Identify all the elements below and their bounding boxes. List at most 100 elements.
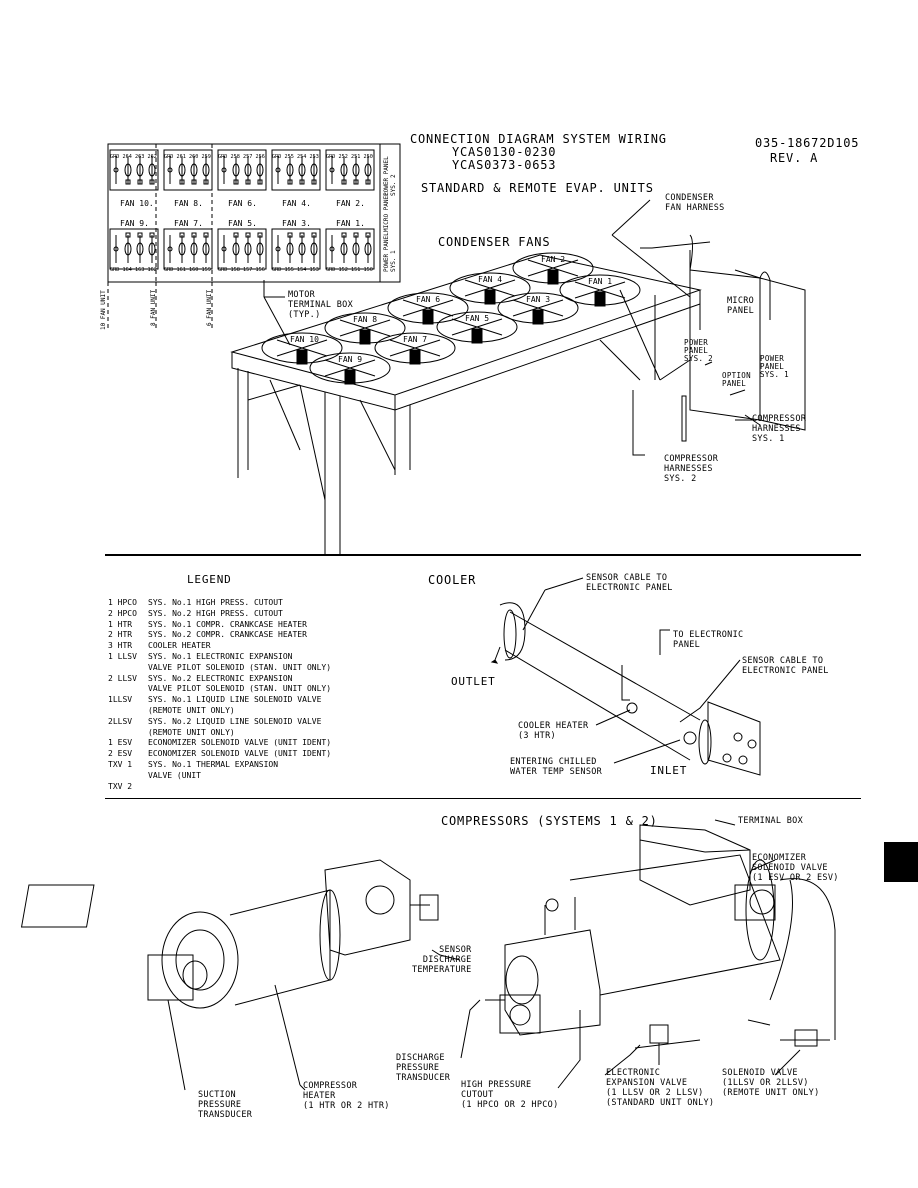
legend-entry: 2 HTR SYS. No.2 COMPR. CRANKCASE HEATER (108, 630, 331, 641)
legend-heading: LEGEND (187, 573, 232, 586)
callout-compressor-harness-1: COMPRESSOR HARNESSES SYS. 1 (752, 414, 807, 444)
callout-solenoid-valve: SOLENOID VALVE (1LLSV OR 2LLSV) (REMOTE … (722, 1068, 820, 1098)
fan-terminal-blocks (109, 149, 375, 270)
legend-code: 1LLSV (108, 695, 133, 705)
legend-description: SYS. No.1 COMPR. CRANKCASE HEATER (148, 619, 307, 629)
condenser-fan-label: FAN 10 (290, 335, 319, 344)
title-line-2: YCAS0130-0230 (452, 145, 557, 159)
condenser-fan (387, 292, 469, 325)
legend-code: 1 ESV (108, 738, 133, 748)
condenser-fan-shapes (261, 252, 641, 385)
section-divider-bottom (105, 798, 861, 799)
legend-entry: TXV 2 (108, 782, 331, 793)
callout-economizer-valve: ECONOMIZER SOLENOID VALVE (1 ESV OR 2 ES… (752, 853, 839, 883)
fan-terminal-block (217, 228, 267, 270)
cooler-artwork (490, 577, 761, 776)
condenser-fan (559, 274, 641, 307)
condenser-frame (230, 254, 702, 555)
legend-entry: TXV 1 SYS. No.1 THERMAL EXPANSION (108, 760, 331, 771)
unit-label-6-fan: 6 FAN UNIT (206, 289, 213, 326)
legend-entry: (REMOTE UNIT ONLY) (108, 728, 331, 739)
legend-code: 2 HTR (108, 630, 133, 640)
label-power-panel-2: POWER PANEL SYS. 2 (684, 338, 713, 363)
legend-entry: VALVE PILOT SOLENOID (STAN. UNIT ONLY) (108, 663, 331, 674)
callout-high-pressure-cutout: HIGH PRESSURE CUTOUT (1 HPCO OR 2 HPCO) (461, 1080, 559, 1110)
control-panels (263, 199, 806, 456)
terminal-numbers: GRD 258 257 256 (218, 154, 265, 160)
fan-terminal-block (163, 149, 213, 191)
terminal-numbers: GRD 261 260 259 (164, 154, 211, 160)
subtitle: STANDARD & REMOTE EVAP. UNITS (421, 181, 654, 195)
legend-code: TXV 1 (108, 759, 133, 769)
legend-description: COOLER HEATER (148, 641, 211, 651)
condenser-heading: CONDENSER FANS (438, 235, 551, 249)
legend-entry: 1 ESV ECONOMIZER SOLENOID VALVE (UNIT IDE… (108, 738, 331, 749)
legend-code: 2 ESV (108, 749, 133, 759)
fan-terminal-block (109, 149, 159, 191)
legend-description: SYS. No.2 ELECTRONIC EXPANSION (148, 673, 293, 683)
condenser-fan-label: FAN 8 (353, 315, 378, 324)
fan-terminal-label: FAN 7. (174, 219, 203, 228)
fan-terminal-label: FAN 5. (228, 219, 257, 228)
section-divider-top (105, 554, 861, 556)
fan-terminal-label: FAN 9. (120, 219, 149, 228)
legend-description: VALVE PILOT SOLENOID (STAN. UNIT ONLY) (148, 684, 332, 694)
legend-code: 1 HTR (108, 619, 133, 629)
document-number: 035-18672D105 (755, 136, 860, 150)
legend-entry: VALVE (UNIT (108, 771, 331, 782)
label-outlet: OUTLET (451, 675, 496, 688)
terminal-numbers: GRD 161 160 159 (164, 267, 211, 273)
condenser-fan (261, 332, 343, 365)
callout-motor-terminal-box: MOTOR TERMINAL BOX (TYP.) (288, 290, 354, 320)
terminal-numbers: GRD 252 251 250 (326, 154, 373, 160)
callout-discharge-pressure: DISCHARGE PRESSURE TRANSDUCER (396, 1053, 451, 1083)
callout-to-electronic-panel: TO ELECTRONIC PANEL (673, 630, 744, 650)
condenser-fan-label: FAN 4 (478, 275, 503, 284)
fan-terminal-label: FAN 3. (282, 219, 311, 228)
legend-description: SYS. No.2 COMPR. CRANKCASE HEATER (148, 630, 307, 640)
terminal-numbers: GRD 158 157 156 (218, 267, 265, 273)
fan-terminal-block (271, 228, 321, 270)
unit-label-8-fan: 8 FAN UNIT (150, 289, 157, 326)
condenser-fan (497, 292, 579, 325)
legend-description: SYS. No.2 HIGH PRESS. CUTOUT (148, 608, 283, 618)
fan-terminal-block (109, 228, 159, 270)
fan-terminal-label: FAN 4. (282, 199, 311, 208)
legend-entry: (REMOTE UNIT ONLY) (108, 706, 331, 717)
fan-terminal-label: FAN 8. (174, 199, 203, 208)
condenser-fan-label: FAN 6 (416, 295, 441, 304)
terminal-numbers: GRD 264 263 262 (110, 154, 157, 160)
fan-terminal-block (271, 149, 321, 191)
legend-code: 2 LLSV (108, 673, 137, 683)
label-micro-panel: MICRO PANEL (727, 296, 755, 316)
fan-terminal-label: FAN 10. (120, 199, 154, 208)
condenser-fan-label: FAN 1 (588, 277, 613, 286)
legend-description: ECONOMIZER SOLENOID VALVE (UNIT IDENT) (148, 738, 332, 748)
legend-entry: VALVE PILOT SOLENOID (STAN. UNIT ONLY) (108, 684, 331, 695)
compressors-heading: COMPRESSORS (SYSTEMS 1 & 2) (441, 814, 658, 828)
callout-compressor-heater: COMPRESSOR HEATER (1 HTR OR 2 HTR) (303, 1081, 390, 1111)
terminal-numbers: GRD 152 151 150 (326, 267, 373, 273)
legend-description: SYS. No.1 ELECTRONIC EXPANSION (148, 651, 293, 661)
legend-description: (REMOTE UNIT ONLY) (148, 727, 235, 737)
legend-description: SYS. No.2 LIQUID LINE SOLENOID VALVE (148, 716, 322, 726)
legend-code: 1 HPCO (108, 598, 137, 607)
title-line-1: CONNECTION DIAGRAM SYSTEM WIRING (410, 132, 667, 146)
condenser-fan-label: FAN 2 (541, 255, 566, 264)
callout-sensor-cable-top: SENSOR CABLE TO ELECTRONIC PANEL (586, 573, 673, 593)
callout-compressor-harness-2: COMPRESSOR HARNESSES SYS. 2 (664, 454, 719, 484)
fan-terminal-label: FAN 6. (228, 199, 257, 208)
fan-terminal-block (217, 149, 267, 191)
legend-description: (REMOTE UNIT ONLY) (148, 705, 235, 715)
terminal-numbers: GRD 164 163 162 (110, 267, 157, 273)
callout-water-temp-sensor: ENTERING CHILLED WATER TEMP SENSOR (510, 757, 603, 777)
legend-description: SYS. No.1 THERMAL EXPANSION (148, 759, 279, 769)
condenser-fan-label: FAN 3 (526, 295, 551, 304)
